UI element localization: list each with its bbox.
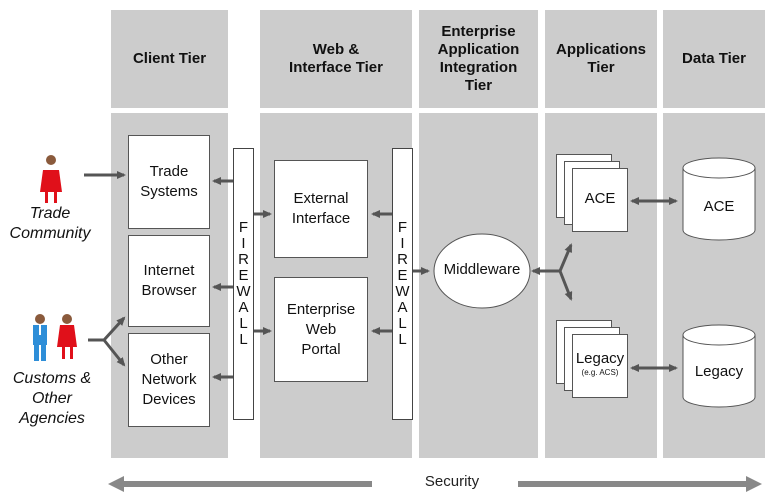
security-label: Security — [424, 473, 480, 490]
internet-browser-box: Internet Browser — [128, 235, 210, 327]
other-network-devices-box: Other Network Devices — [128, 333, 210, 427]
legacy-database-icon — [682, 324, 756, 408]
fork-to-ace-arrow — [558, 243, 573, 272]
tier-header-apps: Applications Tier — [545, 10, 657, 108]
enterprise-web-portal-box: Enterprise Web Portal — [274, 277, 368, 382]
tier-header-eai: Enterprise Application Integration Tier — [419, 10, 538, 108]
legacy-app-label: Legacy (e.g. ACS) — [572, 350, 628, 378]
middleware-label: Middleware — [443, 261, 521, 278]
security-left-arrowhead — [108, 476, 124, 492]
external-interface-box: External Interface — [274, 160, 368, 258]
security-right-arrowhead — [746, 476, 762, 492]
trade-person-icon — [40, 155, 62, 203]
ace-database-icon — [682, 157, 756, 241]
middleware-node — [433, 233, 531, 309]
tier-header-client: Client Tier — [111, 10, 228, 108]
customs-male-person-icon — [33, 314, 47, 361]
trade-community-label: Trade Community — [9, 205, 91, 242]
tier-header-data: Data Tier — [663, 10, 765, 108]
legacy-db-label: Legacy — [694, 363, 744, 380]
ace-db-label: ACE — [703, 198, 735, 215]
customs-agencies-label: Customs & Other Agencies — [12, 370, 92, 427]
tier-header-web: Web & Interface Tier — [260, 10, 412, 108]
trade-systems-box: Trade Systems — [128, 135, 210, 229]
customs-female-person-icon — [57, 314, 77, 359]
customs-to-devices-arrow — [102, 339, 126, 367]
legacy-note: (e.g. ACS) — [581, 368, 619, 377]
ace-app-label: ACE — [584, 190, 616, 207]
customs-to-browser-arrow — [102, 316, 126, 342]
fork-to-legacy-arrow — [558, 270, 573, 301]
